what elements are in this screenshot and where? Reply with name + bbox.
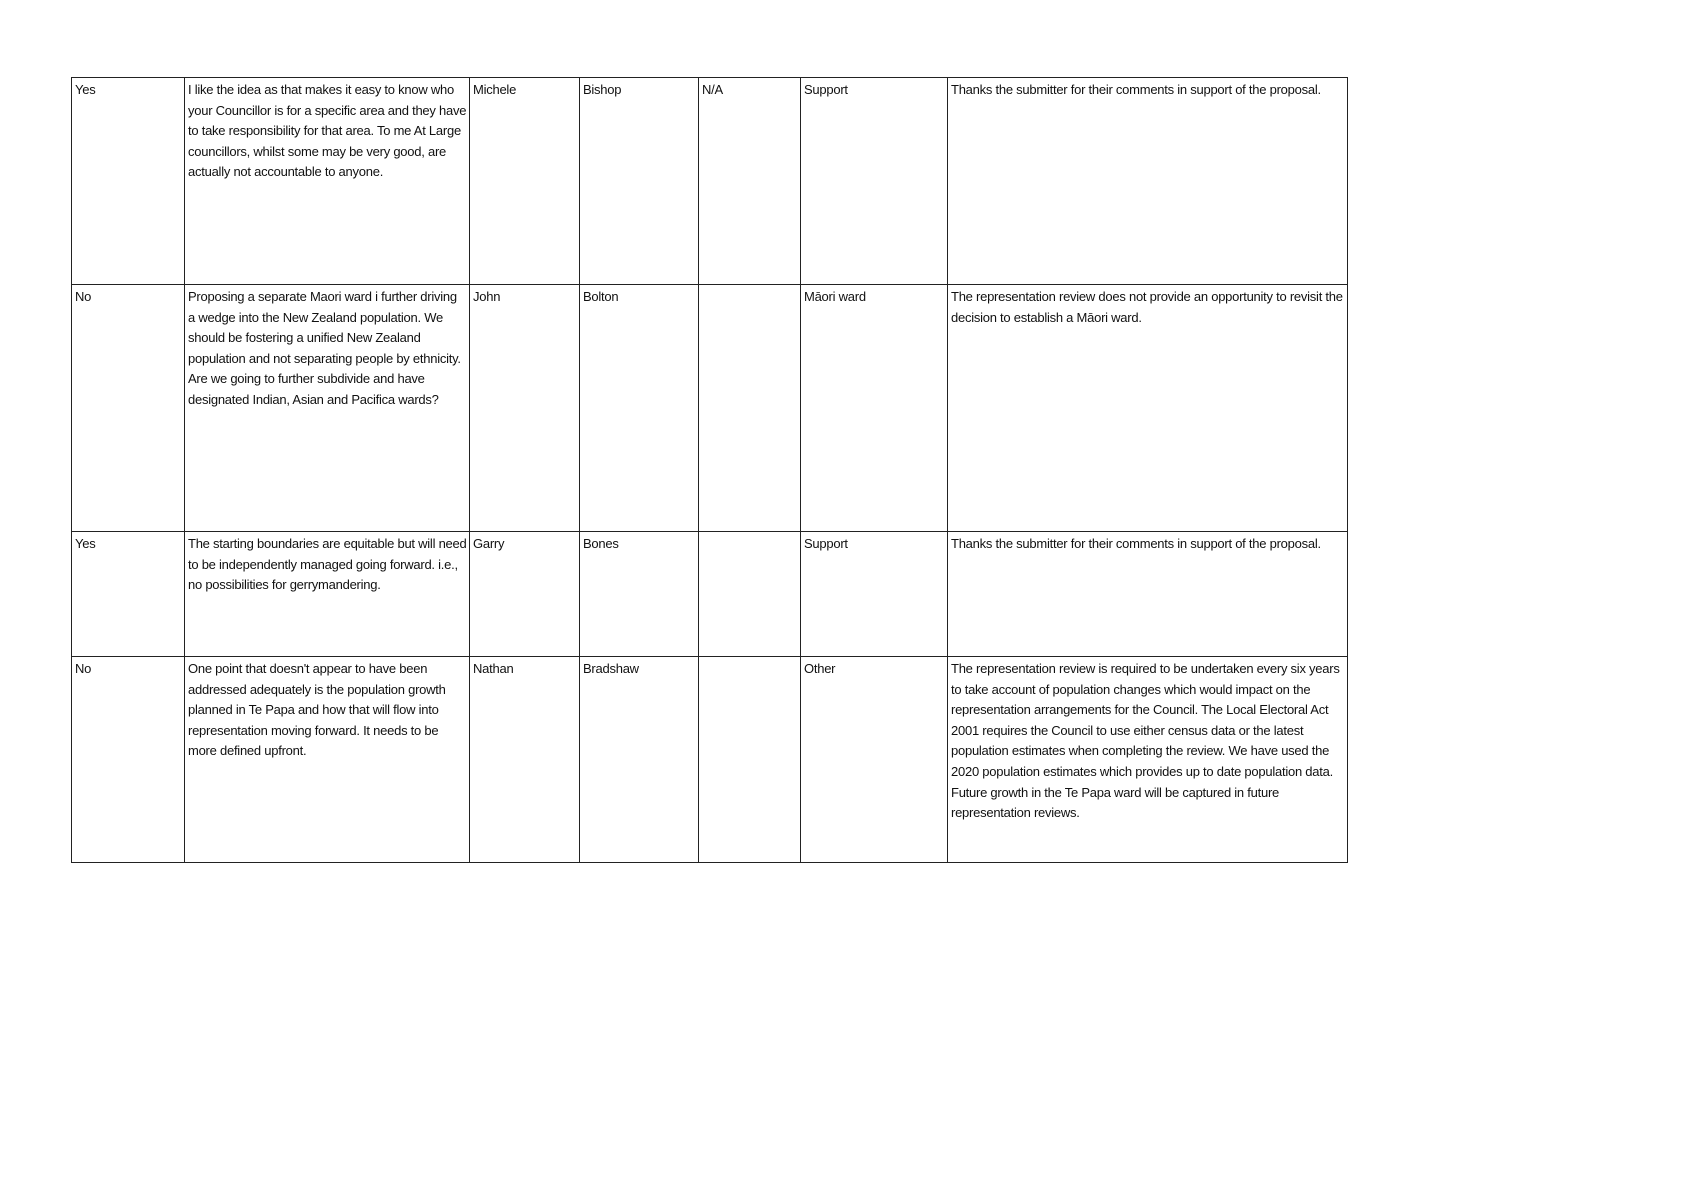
comment-cell: Proposing a separate Maori ward i furthe… (184, 284, 470, 532)
last-name-cell: Bradshaw (579, 656, 699, 863)
comment-cell: One point that doesn't appear to have be… (184, 656, 470, 863)
table-row: No One point that doesn't appear to have… (71, 656, 1348, 863)
answer-cell: Yes (71, 77, 185, 285)
organisation-cell (698, 284, 801, 532)
topic-cell: Support (800, 77, 948, 285)
table-row: No Proposing a separate Maori ward i fur… (71, 284, 1348, 532)
last-name-cell: Bolton (579, 284, 699, 532)
first-name-cell: Garry (469, 531, 580, 657)
response-cell: The representation review is required to… (947, 656, 1348, 863)
organisation-cell (698, 656, 801, 863)
topic-cell: Other (800, 656, 948, 863)
first-name-cell: Nathan (469, 656, 580, 863)
table-row: Yes I like the idea as that makes it eas… (71, 77, 1348, 285)
comment-cell: I like the idea as that makes it easy to… (184, 77, 470, 285)
topic-cell: Māori ward (800, 284, 948, 532)
last-name-cell: Bones (579, 531, 699, 657)
first-name-cell: John (469, 284, 580, 532)
comment-cell: The starting boundaries are equitable bu… (184, 531, 470, 657)
answer-cell: Yes (71, 531, 185, 657)
organisation-cell: N/A (698, 77, 801, 285)
last-name-cell: Bishop (579, 77, 699, 285)
answer-cell: No (71, 656, 185, 863)
response-cell: Thanks the submitter for their comments … (947, 531, 1348, 657)
first-name-cell: Michele (469, 77, 580, 285)
organisation-cell (698, 531, 801, 657)
response-cell: The representation review does not provi… (947, 284, 1348, 532)
answer-cell: No (71, 284, 185, 532)
submissions-table: Yes I like the idea as that makes it eas… (71, 77, 1348, 863)
response-cell: Thanks the submitter for their comments … (947, 77, 1348, 285)
table-row: Yes The starting boundaries are equitabl… (71, 531, 1348, 657)
topic-cell: Support (800, 531, 948, 657)
